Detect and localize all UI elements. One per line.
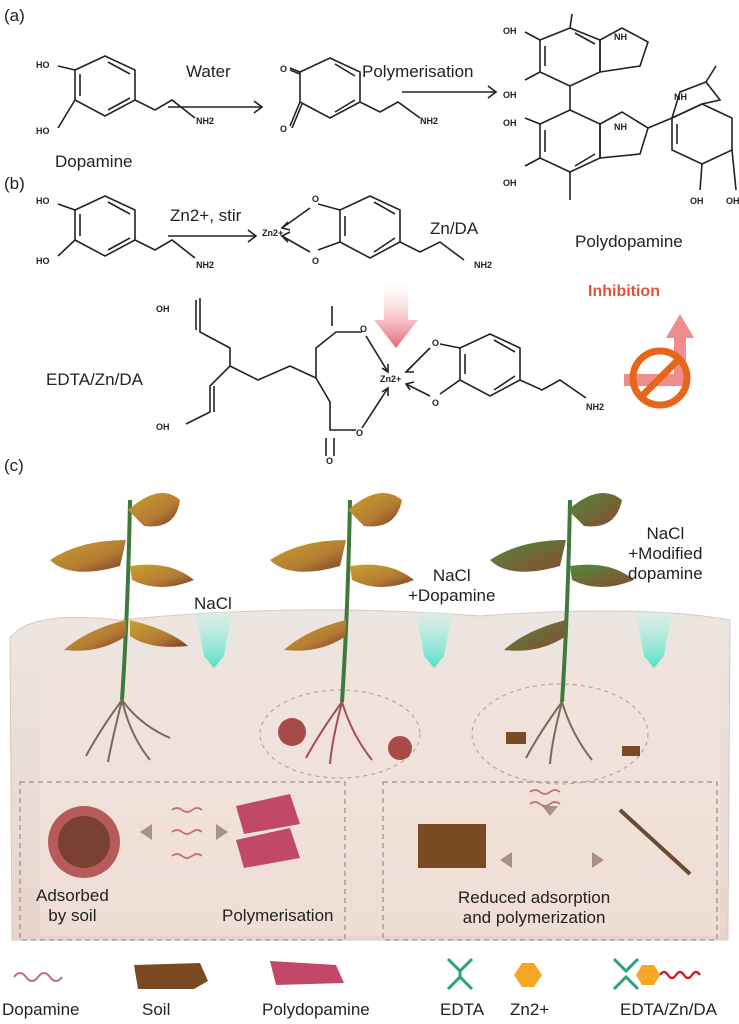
soil-scene — [9, 492, 731, 941]
atom-label: HO — [36, 60, 50, 70]
polymerisation-step-label: Polymerisation — [362, 62, 474, 81]
zn-legend-icon — [514, 963, 542, 987]
atom-label: O — [326, 456, 333, 466]
atom-label: OH — [503, 178, 517, 188]
legend-zn: Zn2+ — [510, 1000, 550, 1019]
treatment-nacl-modified: NaCl +Modified dopamine — [628, 524, 703, 583]
panel-a-label: (a) — [4, 6, 25, 25]
atom-label: NH — [614, 32, 627, 42]
zn-stir-label: Zn2+, stir — [170, 206, 242, 225]
pda-aggregate — [388, 736, 412, 760]
nacl-arrows — [196, 612, 672, 668]
atom-label: OH — [156, 304, 170, 314]
atom-label: NH2 — [474, 260, 492, 270]
atom-label: O — [280, 64, 287, 74]
treatment-nacl-dopamine: NaCl +Dopamine — [408, 566, 496, 605]
soil-particle — [622, 746, 640, 756]
atom-label: HO — [36, 196, 50, 206]
atom-label: OH — [690, 196, 704, 206]
panel-b-label: (b) — [4, 174, 25, 193]
atom-label: OH — [503, 118, 517, 128]
treatment-nacl: NaCl — [194, 594, 232, 613]
atom-label: NH2 — [420, 116, 438, 126]
inhibition-icon — [624, 314, 694, 409]
polydopamine-sheet — [236, 794, 300, 834]
atom-label: O — [360, 324, 367, 334]
atom-label: NH2 — [196, 116, 214, 126]
chemistry-structures-b: HO HO NH2 NH2 OH OH NH2 O O O O O O O — [36, 194, 604, 466]
plant-1 — [50, 492, 194, 763]
pink-down-arrow — [374, 280, 418, 348]
polydopamine-legend-icon — [270, 961, 344, 985]
legend-edta: EDTA — [440, 1000, 485, 1019]
edta-zn-da-legend-icon — [612, 957, 701, 991]
pda-aggregate — [278, 718, 306, 746]
soil-block — [418, 824, 486, 868]
atom-label: NH2 — [196, 260, 214, 270]
inhibition-label: Inhibition — [588, 283, 660, 300]
dopamine-label: Dopamine — [55, 152, 133, 171]
legend-soil: Soil — [142, 1000, 171, 1019]
chemistry-structures-a: HO HO NH2 O O NH2 OH OH NH OH OH NH NH O… — [36, 13, 739, 206]
atom-label: O — [312, 194, 319, 204]
atom-label: OH — [503, 26, 517, 36]
soil-particle — [506, 732, 526, 744]
atom-label: NH — [614, 122, 627, 132]
legend-dopamine: Dopamine — [2, 1000, 80, 1019]
adsorbed-by-soil-label: Adsorbed by soil — [36, 886, 109, 925]
atom-label: HO — [36, 126, 50, 136]
atom-label: O — [432, 398, 439, 408]
atom-label: O — [312, 256, 319, 266]
atom-label: O — [432, 338, 439, 348]
soil-legend-icon — [134, 963, 208, 989]
atom-label: NH2 — [586, 402, 604, 412]
zn-da-label: Zn/DA — [430, 219, 479, 238]
left-box — [19, 781, 346, 941]
dopamine-legend-icon — [13, 972, 63, 982]
legend-icons — [13, 957, 701, 991]
zn-label-2: Zn2+ — [380, 374, 402, 384]
atom-label: OH — [726, 196, 739, 206]
atom-label: HO — [36, 256, 50, 266]
water-label: Water — [186, 62, 231, 81]
atom-label: OH — [156, 422, 170, 432]
atom-label: NH — [674, 92, 687, 102]
right-box — [382, 781, 718, 941]
reduced-adsorption-label: Reduced adsorption and polymerization — [458, 888, 611, 927]
edta-legend-icon — [446, 957, 474, 991]
polydopamine-label: Polydopamine — [575, 232, 683, 251]
plant-3 — [490, 492, 634, 765]
plant-2 — [270, 492, 414, 765]
legend-polydopamine: Polydopamine — [262, 1000, 370, 1019]
panel-c-label: (c) — [4, 456, 24, 475]
legend-edta-zn-da: EDTA/Zn/DA — [620, 1000, 717, 1019]
polydopamine-sheet — [236, 828, 300, 868]
polymerisation-box-label: Polymerisation — [222, 906, 334, 925]
atom-label: O — [280, 124, 287, 134]
zn-label-1: Zn2+ — [262, 228, 284, 238]
edta-zn-da-label: EDTA/Zn/DA — [46, 370, 143, 389]
atom-label: OH — [503, 90, 517, 100]
atom-label: O — [356, 428, 363, 438]
